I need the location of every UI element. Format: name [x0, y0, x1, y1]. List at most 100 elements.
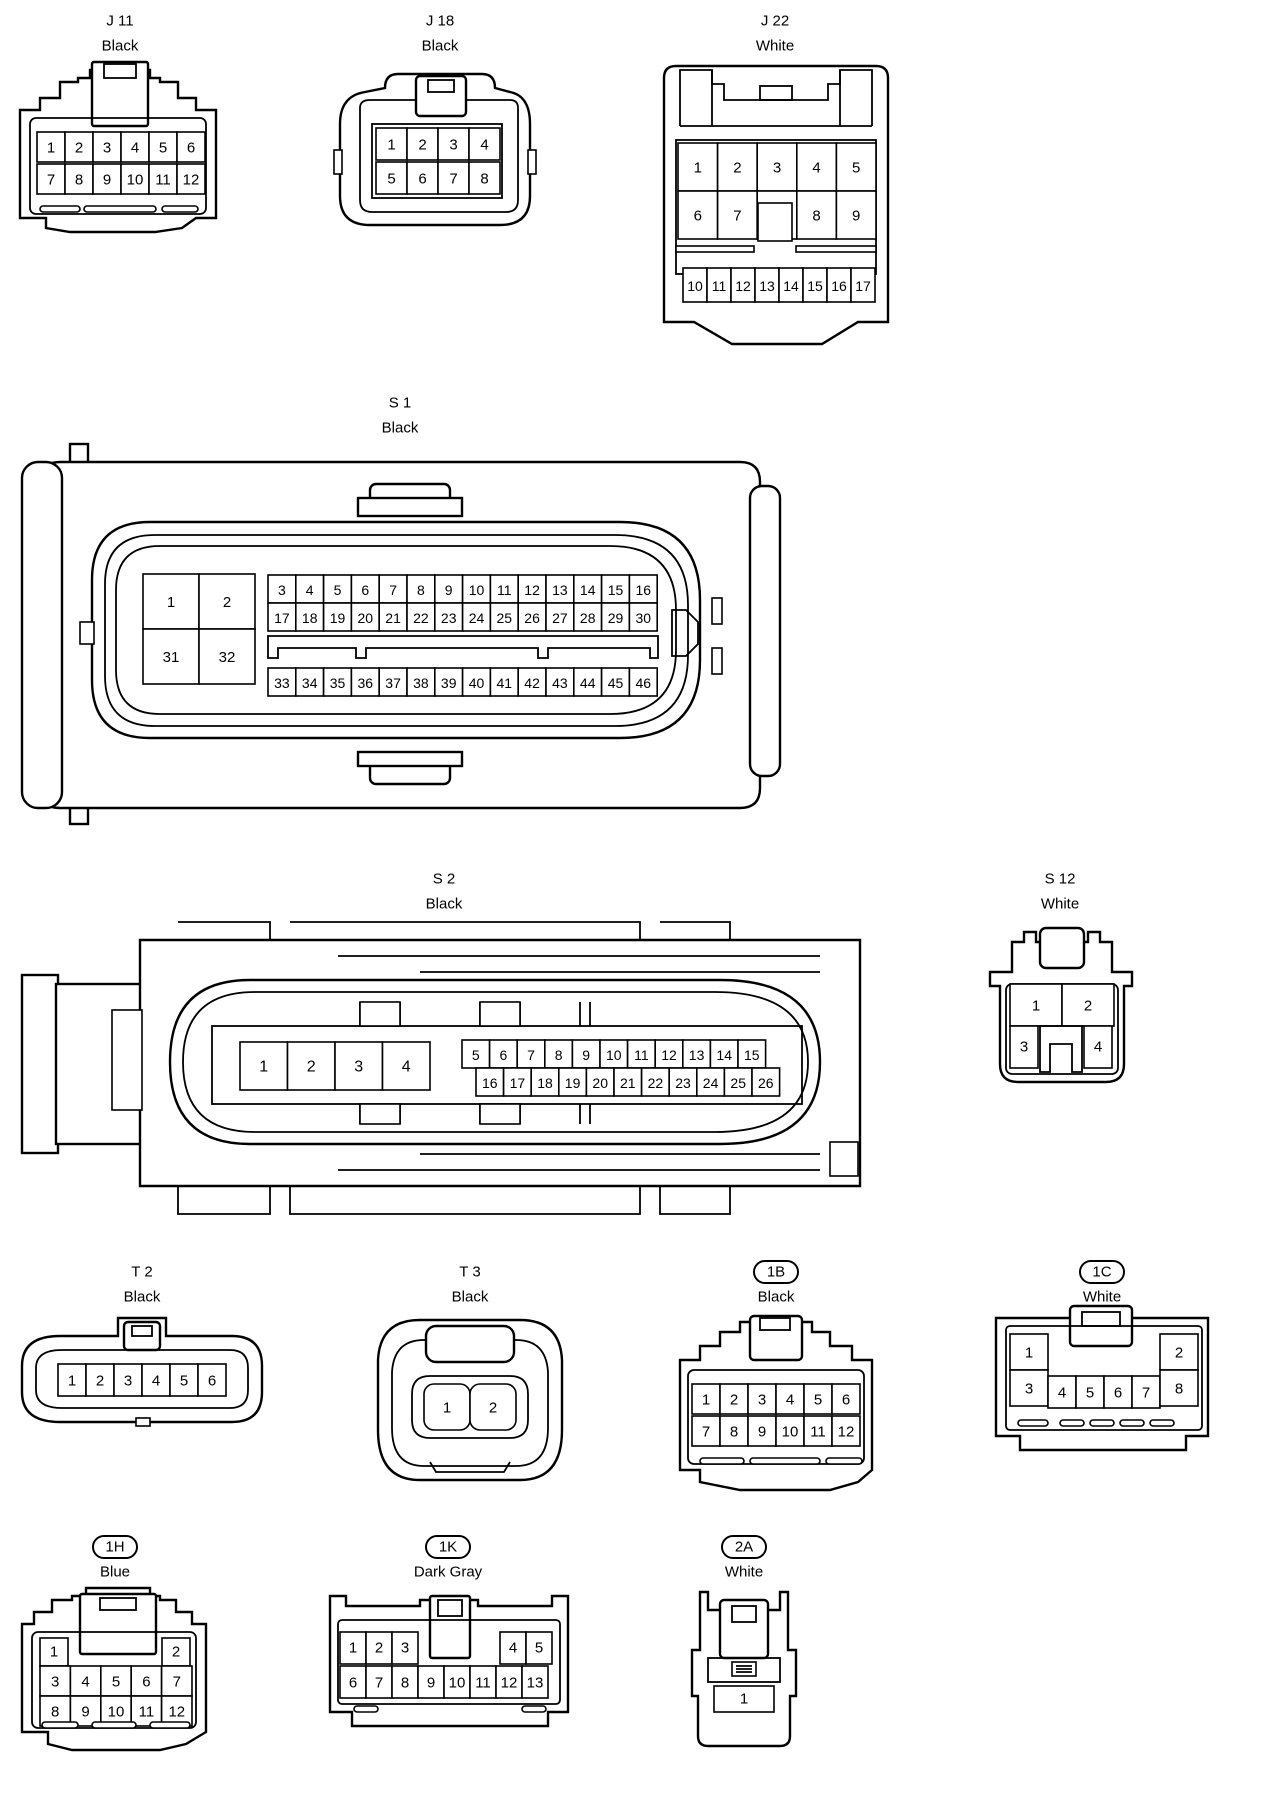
pin-cell: 6 [488, 1039, 519, 1069]
pin-cavity [461, 602, 492, 632]
pin-number: 12 [735, 278, 751, 294]
side-rib [527, 149, 537, 175]
pin-number: 3 [103, 140, 111, 157]
lock-latch [427, 79, 455, 93]
pin-cavity [69, 1695, 102, 1727]
pin-number: 12 [661, 1047, 677, 1063]
pin-number: 31 [163, 649, 180, 666]
inner-rim [391, 1339, 549, 1467]
pin-number: 5 [334, 582, 342, 598]
connector-color: Dark Gray [414, 1564, 483, 1581]
pin-cavity [1103, 1375, 1133, 1409]
lock-tab [424, 1324, 516, 1364]
pin-cell: 12 [730, 267, 756, 303]
pin-cavity [461, 667, 492, 697]
key-rib [1089, 1419, 1115, 1427]
blank-cavity [757, 202, 793, 242]
pin-number: 35 [330, 675, 346, 691]
connector-name: 1C [1092, 1264, 1111, 1281]
pin-cell: 7 [691, 1415, 721, 1447]
pin-cell: 11 [130, 1695, 163, 1727]
pin-cell: 46 [628, 667, 659, 697]
pin-cell: 5 [835, 142, 877, 192]
pin-cell: 13 [681, 1039, 712, 1069]
pin-cell: 9 [835, 190, 877, 240]
pin-cavity [737, 1039, 767, 1069]
pin-housing-inner [104, 534, 689, 727]
pin-number: 7 [47, 172, 55, 189]
pin-cell: 5 [1075, 1375, 1105, 1409]
pin-cavity [706, 267, 732, 303]
pin-cavity [141, 1363, 171, 1397]
pin-cell: 10 [775, 1415, 805, 1447]
pin-cell: 7 [36, 163, 66, 195]
pin-cell: 14 [572, 574, 603, 604]
pin-cavity [391, 1665, 419, 1699]
lock-latch [759, 85, 793, 101]
pin-cell: 4 [120, 131, 150, 163]
connector-name: T 2 [131, 1264, 152, 1281]
latch-arms [679, 69, 873, 127]
pin-cavity [517, 574, 547, 604]
pin-cavity [1009, 1025, 1039, 1069]
pin-number: 1 [50, 1644, 58, 1661]
pin-cell: 18 [530, 1067, 560, 1097]
pin-cell: 6 [677, 190, 719, 240]
pin-cell: 10 [599, 1039, 629, 1069]
guide-rib [359, 1103, 401, 1125]
pin-cavity [600, 602, 631, 632]
pin-number: 23 [441, 610, 457, 626]
pin-cell: 7 [437, 161, 470, 195]
pin-cell: 3 [1009, 1369, 1049, 1407]
rail-lines [338, 955, 820, 1171]
lock-tab [78, 1592, 158, 1656]
pin-number: 14 [716, 1047, 732, 1063]
pin-number: 20 [592, 1075, 608, 1091]
pin-number: 6 [187, 140, 195, 157]
key-rail [267, 635, 659, 659]
pin-cell: 7 [1131, 1375, 1161, 1409]
lock-hatch [736, 1665, 752, 1673]
key-rib [675, 245, 755, 253]
pin-number: 6 [694, 208, 702, 225]
pin-cell: 10 [682, 267, 708, 303]
pin-number: 9 [582, 1047, 590, 1063]
pin-cell: 9 [433, 574, 464, 604]
pin-number: 8 [730, 1424, 738, 1441]
key-rib [149, 1721, 191, 1729]
key-rib [39, 205, 81, 213]
pin-cavity [350, 667, 380, 697]
pin-number: 2 [730, 1392, 738, 1409]
pin-cavity [1159, 1333, 1199, 1371]
pin-cavity [850, 267, 876, 303]
pin-number: 2 [375, 1640, 383, 1657]
guide-rib [479, 1001, 521, 1027]
pin-number: 32 [219, 649, 236, 666]
pin-cell: 13 [545, 574, 575, 604]
pin-number: 4 [1094, 1039, 1102, 1056]
pin-number: 5 [1086, 1385, 1094, 1402]
pin-cell: 4 [775, 1383, 805, 1415]
pin-cavity [443, 1665, 471, 1699]
pin-cavity [437, 161, 470, 195]
pin-cavity [378, 667, 408, 697]
connector-color: White [725, 1564, 763, 1581]
connector-color: Black [422, 38, 459, 55]
pin-cell: 8 [795, 190, 838, 240]
pin-cavity [1009, 1333, 1049, 1371]
pin-cell: 36 [350, 667, 380, 697]
connector-name: T 3 [459, 1264, 480, 1281]
pin-number: 1 [702, 1392, 710, 1409]
pin-cell: 8 [391, 1665, 419, 1699]
pin-cavity [681, 1039, 712, 1069]
pin-cavity [600, 667, 631, 697]
pin-cell: 8 [64, 163, 94, 195]
lock-tab [748, 1314, 804, 1362]
connector-name: J 11 [106, 13, 133, 30]
pin-number: 21 [385, 610, 401, 626]
connector-color: Black [124, 1289, 161, 1306]
pin-number: 25 [730, 1075, 746, 1091]
